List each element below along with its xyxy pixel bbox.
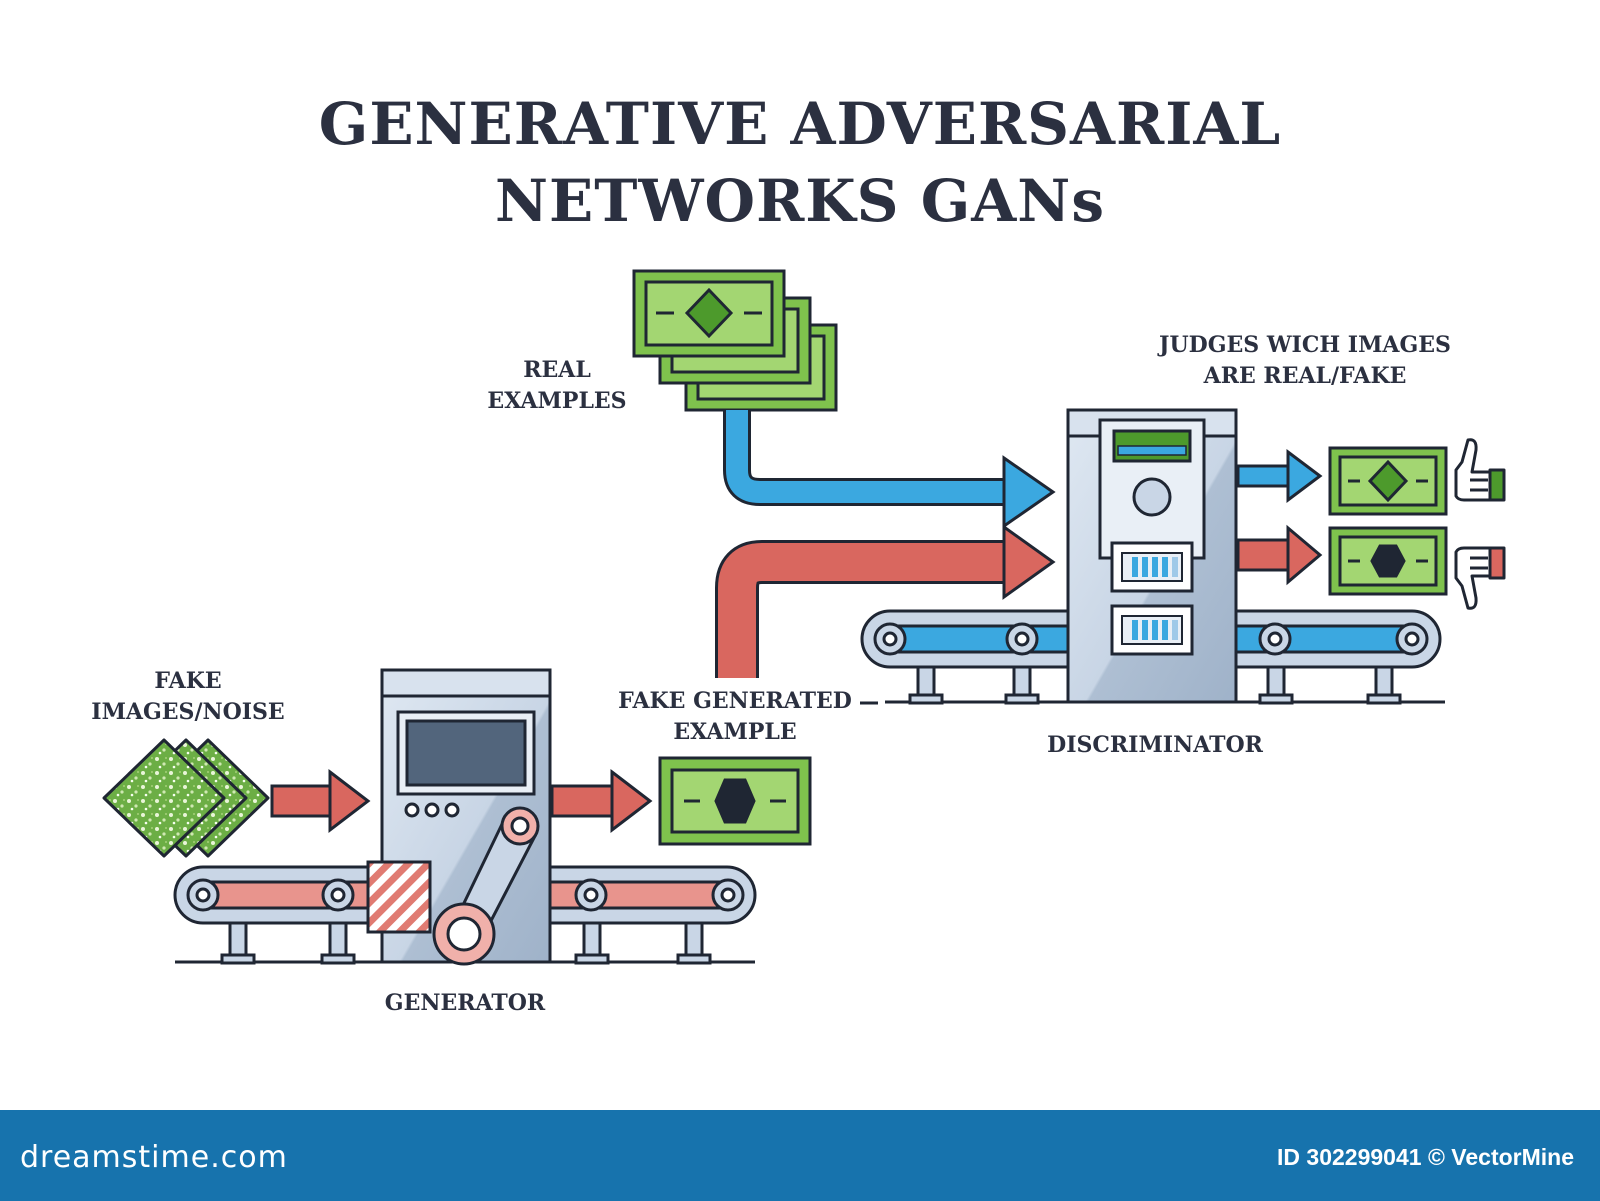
judges-label: JUDGES WICH IMAGES ARE REAL/FAKE — [1159, 332, 1451, 389]
fake-output-arrow — [1236, 524, 1323, 586]
generator-output-arrow — [550, 768, 653, 834]
image-credit: ID 302299041 © VectorMine — [1277, 1144, 1574, 1170]
title-line-1: GENERATIVE ADVERSARIAL — [318, 90, 1282, 158]
brand-logo[interactable]: dreamstime.com — [20, 1140, 288, 1175]
discriminator-machine-icon — [1066, 408, 1238, 704]
thumbs-up-icon — [1454, 438, 1506, 502]
discriminator-label: DISCRIMINATOR — [1047, 732, 1263, 758]
thumbs-down-icon — [1454, 546, 1506, 610]
fake-generated-label: FAKE GENERATED EXAMPLE — [618, 688, 852, 745]
real-output-arrow — [1236, 449, 1323, 503]
generator-label: GENERATOR — [384, 990, 546, 1016]
noise-tile-icon — [102, 738, 226, 858]
title-line-2: NETWORKS GANs — [495, 167, 1105, 235]
real-examples-label: REAL EXAMPLES — [487, 357, 627, 414]
banknote-icon — [632, 269, 786, 358]
real-data-arrow — [723, 410, 1056, 529]
noise-input-arrow — [270, 768, 371, 834]
banknote-icon — [658, 756, 812, 846]
footer-bar: dreamstime.com ID 302299041 © VectorMine — [0, 1110, 1600, 1201]
generator-machine-icon — [366, 668, 552, 966]
noise-tile-stack — [102, 738, 270, 858]
banknote-icon — [1328, 526, 1448, 596]
banknote-icon — [1328, 446, 1448, 516]
fake-noise-label: FAKE IMAGES/NOISE — [91, 668, 285, 725]
fake-data-arrow — [715, 524, 1056, 678]
diagram-graphics — [102, 269, 1506, 966]
real-banknote-stack — [632, 269, 838, 412]
